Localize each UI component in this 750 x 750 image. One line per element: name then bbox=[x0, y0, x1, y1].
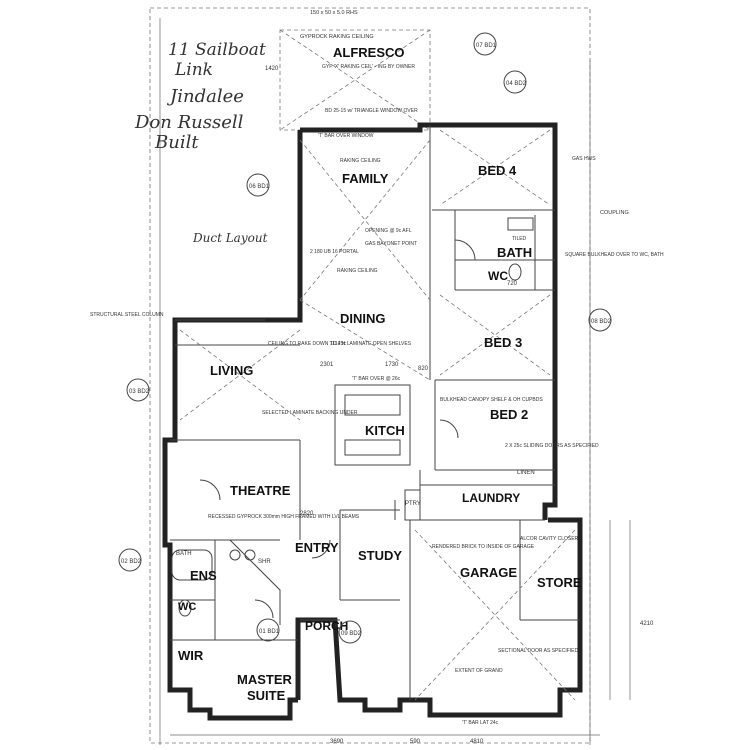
note-coupling: COUPLING bbox=[600, 210, 629, 216]
room-suite: SUITE bbox=[247, 688, 286, 703]
note-square: SQUARE BULKHEAD OVER TO WC, BATH bbox=[565, 252, 664, 258]
note-tile: TILED bbox=[512, 236, 527, 242]
room-bed4: BED 4 bbox=[478, 163, 517, 178]
dim-6: 4810 bbox=[470, 739, 484, 745]
note-laminate: 1114 H LAMINATE OPEN SHELVES bbox=[330, 341, 412, 347]
room-family: FAMILY bbox=[342, 171, 389, 186]
handwritten-line1: 11 Sailboat bbox=[168, 40, 266, 60]
note-alfresco-raking: GYP 'X' RAKING CEIL' - ING BY OWNER bbox=[322, 64, 415, 70]
room-master: MASTER bbox=[237, 672, 293, 687]
room-theatre: THEATRE bbox=[230, 483, 291, 498]
room-bath: BATH bbox=[497, 245, 532, 260]
note-alcor: ALCOR CAVITY CLOSER bbox=[520, 536, 579, 542]
marker-bd2-left: 03 BD2 bbox=[129, 389, 150, 395]
dim-2: 1730 bbox=[385, 362, 399, 368]
room-wir: WIR bbox=[178, 648, 204, 663]
marker-bd1-left: 06 BD1 bbox=[249, 184, 270, 190]
room-porch: PORCH bbox=[305, 619, 348, 633]
note-sliding: 2 X 25c SLIDING DOORS AS SPECIFIED bbox=[505, 443, 599, 449]
dim-7: 3690 bbox=[330, 739, 344, 745]
note-selected: SELECTED LAMINATE BACKING UNDER bbox=[262, 410, 358, 416]
note-raking: RAKING CEILING bbox=[340, 158, 381, 164]
room-laundry: LAUNDRY bbox=[462, 491, 520, 505]
room-bed3: BED 3 bbox=[484, 335, 522, 350]
handwritten-line5: Built bbox=[154, 132, 199, 153]
handwritten-duct: Duct Layout bbox=[192, 231, 268, 245]
note-ceiling-rake: CEILING TO RAKE DOWN TO 25c bbox=[268, 341, 346, 347]
note-gas-hws: GAS HWS bbox=[572, 156, 596, 162]
note-portal: 2 180 UB 16 PORTAL bbox=[310, 249, 359, 255]
room-wc: WC bbox=[488, 269, 508, 283]
room-ptry: PTRY bbox=[405, 501, 421, 507]
dim-10: 1420 bbox=[265, 66, 279, 72]
room-study: STUDY bbox=[358, 548, 402, 563]
marker-bd2-right: 08 BD2 bbox=[591, 319, 612, 325]
handwritten-line4: Don Russell bbox=[134, 112, 244, 133]
dim-8: 590 bbox=[410, 739, 421, 745]
note-bulkhead: BULKHEAD CANOPY SHELF & OH CUPBDS bbox=[440, 397, 543, 403]
room-shr: SHR bbox=[258, 559, 271, 565]
room-store: STORE bbox=[537, 575, 582, 590]
note-gyprock: GYPROCK RAKING CEILING bbox=[300, 34, 374, 40]
note-top-dim: 150 x 50 x 5.0 RHS bbox=[310, 10, 358, 16]
note-raking2: RAKING CEILING bbox=[337, 268, 378, 274]
room-kitchen: KITCH bbox=[365, 423, 405, 438]
note-t-bar: 'T' BAR OVER WINDOW bbox=[318, 133, 374, 139]
marker-bd2-bottom: 09 BD2 bbox=[341, 631, 362, 637]
handwritten-line2: Link bbox=[174, 60, 213, 80]
dim-9: 4210 bbox=[640, 621, 654, 627]
note-structural: STRUCTURAL STEEL COLUMN bbox=[90, 312, 164, 318]
note-tbar-bd2: 'T' BAR OVER @ 26c bbox=[352, 376, 401, 382]
marker-bd2-lower: 02 BD2 bbox=[121, 559, 142, 565]
note-extent: EXTENT OF GRANO bbox=[455, 668, 503, 674]
dim-4: 720 bbox=[507, 281, 518, 287]
note-t-bar-24c: 'T' BAR LAT 24c bbox=[462, 720, 499, 726]
room-bed2: BED 2 bbox=[490, 407, 528, 422]
handwritten-line3: Jindalee bbox=[166, 86, 244, 107]
note-recessed: RECESSED GYPROCK 300mm HIGH FRAMED WITH … bbox=[208, 514, 360, 520]
room-living: LIVING bbox=[210, 363, 253, 378]
room-linen: LINEN bbox=[517, 470, 535, 476]
room-wc2: WC bbox=[178, 601, 196, 613]
note-window: BD 25-15 w/ TRIANGLE WINDOW OVER bbox=[325, 108, 418, 114]
note-sectional: SECTIONAL DOOR AS SPECIFIED bbox=[498, 648, 578, 654]
room-garage: GARAGE bbox=[460, 565, 517, 580]
dim-1: 2301 bbox=[320, 362, 334, 368]
room-entry: ENTRY bbox=[295, 540, 339, 555]
note-opening: OPENING @ 9c AFL bbox=[365, 228, 412, 234]
note-gas-bayonet: GAS BAYONET POINT bbox=[365, 241, 417, 247]
dim-5: 2820 bbox=[300, 511, 314, 517]
room-ens: ENS bbox=[190, 568, 217, 583]
marker-bd1-bottom: 01 BD1 bbox=[259, 629, 280, 635]
dim-3: 820 bbox=[418, 366, 429, 372]
room-dining: DINING bbox=[340, 311, 386, 326]
room-bath-small: BATH bbox=[176, 551, 192, 557]
marker-bd2-top: 04 BD2 bbox=[506, 81, 527, 87]
note-garage: RENDERED BRICK TO INSIDE OF GARAGE bbox=[432, 544, 535, 550]
room-alfresco: ALFRESCO bbox=[333, 45, 405, 60]
marker-bd1-top: 07 BD1 bbox=[476, 43, 497, 49]
